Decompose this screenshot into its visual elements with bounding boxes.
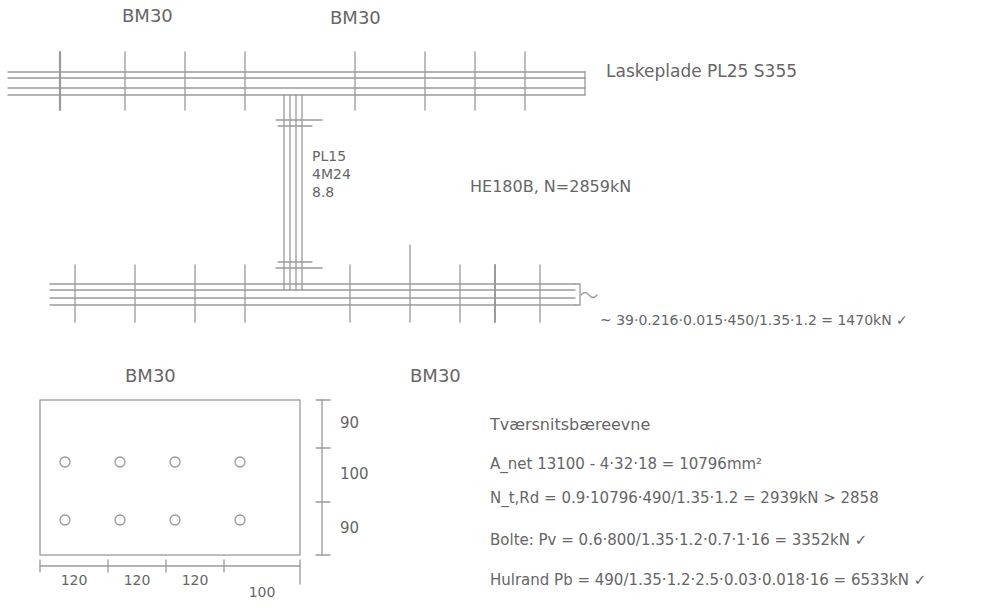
bolt-mark [349,265,350,322]
beam-line [8,87,585,88]
bolt-hole [235,515,245,525]
column-line [295,95,296,290]
bolt-mark [494,265,496,322]
beam-line [50,283,575,284]
dimension-line [321,400,322,555]
grade-note: 8.8 [312,184,334,200]
dimension-tick [299,560,300,584]
bolt-mark [474,52,475,110]
column-note: HE180B, N=2859kN [470,178,631,196]
dimension-tick [107,560,108,572]
beam-end [584,72,585,95]
calc-heading: Tværsnitsbæreevne [490,416,650,434]
column-line [289,95,290,290]
dimension-tick [316,501,330,502]
beam-line [50,297,575,298]
calc-line: Hulrand Pb = 490/1.35·1.2·2.5·0.03·0.018… [490,572,926,589]
dimension-tick [39,560,40,572]
dimension-label: 120 [61,572,88,588]
beam-label: BM30 [330,8,381,29]
calc-line: A_net 13100 - 4·32·18 = 10796mm² [490,456,762,473]
bolt-mark [539,265,540,322]
beam-end [575,284,580,305]
dimension-label: 120 [182,572,209,588]
bolt-mark [134,265,135,322]
bolt-hole [115,515,125,525]
dimension-label: 100 [340,466,369,483]
bolt-hole [60,457,70,467]
calc-line: Bolte: Pv = 0.6·800/1.35·1.2·0.7·1·16 = … [490,532,867,549]
plate-spec: Laskeplade PL25 S355 [606,62,797,82]
bolt-mark [459,265,460,322]
dimension-label: 90 [340,415,359,432]
dimension-tick [316,554,330,555]
bolt-hole [115,457,125,467]
dimension-line [40,565,300,566]
column-plate [278,125,312,126]
column-plate [276,267,322,268]
dimension-tick [316,399,330,400]
bolt-mark [244,52,245,110]
beam-line [50,289,575,290]
beam-line [8,71,585,72]
bolt-hole [235,457,245,467]
dimension-label: 90 [340,520,359,537]
bolt-mark [354,52,355,110]
bolt-mark [184,52,185,110]
dimension-tick [165,560,166,572]
reference-squiggle [581,293,597,298]
bolt-mark [524,52,525,110]
beam-label: BM30 [410,366,461,387]
bolt-mark [424,52,425,110]
bolt-mark [409,245,410,322]
beam-line [50,304,575,305]
dimension-tick [223,560,224,572]
calc-line: N_t,Rd = 0.9·10796·490/1.35·1.2 = 2939kN… [490,490,879,507]
bolt-note: 4M24 [312,166,351,182]
column-plate [276,119,322,120]
plate-note: PL15 [312,148,346,164]
calc-line: ~ 39·0.216·0.015·450/1.35·1.2 = 1470kN ✓ [600,312,908,328]
bolt-hole [170,457,180,467]
bolt-hole [60,515,70,525]
beam-label: BM30 [122,6,173,27]
dimension-tick [316,447,330,448]
bolt-mark [194,265,195,322]
plate-outline [40,400,300,555]
dimension-label: 120 [124,572,151,588]
beam-label: BM30 [125,366,176,387]
bolt-mark [74,265,75,322]
bolt-mark [124,52,125,110]
bolt-hole [170,515,180,525]
bolt-mark [244,265,245,322]
column-line [301,95,302,290]
dimension-label: 100 [249,584,276,600]
beam-line [8,77,585,78]
bolt-mark [59,52,61,110]
column-line [283,95,284,290]
column-plate [278,261,312,262]
